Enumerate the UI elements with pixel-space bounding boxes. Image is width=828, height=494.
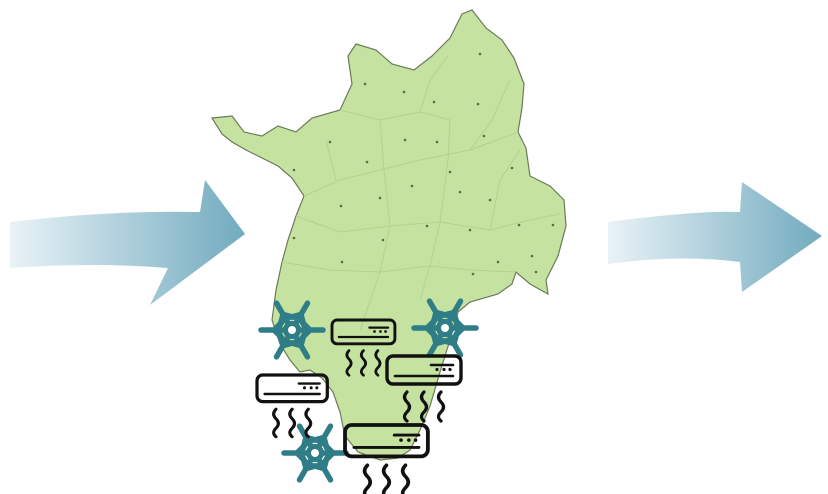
air-conditioner-icon <box>343 423 430 494</box>
snowflake-icon <box>258 300 326 360</box>
district-borders <box>281 55 561 331</box>
air-conditioner-icon <box>385 354 463 423</box>
snowflake-icon <box>281 423 349 483</box>
snowflake-icon <box>411 298 479 358</box>
district-centroids <box>292 52 555 276</box>
region-map-icon <box>210 9 567 461</box>
air-conditioner-icon <box>330 318 397 377</box>
air-conditioner-icon <box>255 373 329 439</box>
region-map-shape <box>210 9 567 461</box>
left-arrow-icon <box>10 180 245 305</box>
right-arrow-icon <box>608 182 822 292</box>
